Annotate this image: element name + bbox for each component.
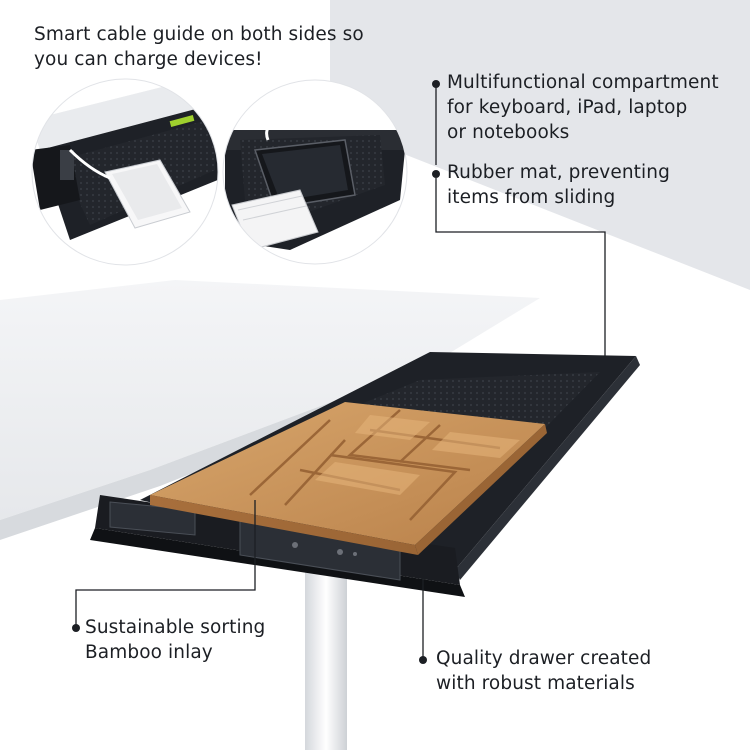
caption-line: Sustainable sorting — [85, 617, 266, 638]
cable-guide-caption: Smart cable guide on both sides so you c… — [34, 22, 364, 72]
callout-dot — [432, 170, 440, 178]
notebook-icon — [231, 189, 319, 251]
phone-icon — [104, 159, 191, 229]
caption-line: for keyboard, iPad, laptop — [447, 97, 688, 118]
drawer-material-caption: Quality drawer created with robust mater… — [436, 646, 651, 696]
drawer-slide-rail — [109, 501, 401, 581]
desk-leg — [305, 570, 347, 750]
bamboo-inlay — [150, 402, 547, 555]
caption-line: with robust materials — [436, 673, 635, 694]
caption-line: Smart cable guide on both sides so — [34, 24, 364, 45]
rubber-mat-caption: Rubber mat, preventing items from slidin… — [447, 160, 670, 210]
callout-dot — [419, 656, 427, 664]
bamboo-inlay-caption: Sustainable sorting Bamboo inlay — [85, 615, 265, 665]
background-band — [330, 0, 750, 290]
caption-line: Multifunctional compartment — [447, 72, 719, 93]
callout-dot — [72, 624, 80, 632]
caption-line: Bamboo inlay — [85, 642, 213, 663]
callout-leaders — [75, 84, 606, 658]
caption-line: Quality drawer created — [436, 648, 652, 669]
caption-line: Rubber mat, preventing — [447, 162, 670, 183]
caption-line: or notebooks — [447, 122, 570, 143]
cable-guide-detail-left — [31, 78, 219, 266]
cable-guide-detail-right — [222, 79, 408, 265]
compartment-caption: Multifunctional compartment for keyboard… — [447, 70, 719, 145]
tablet-icon — [253, 139, 356, 209]
caption-line: you can charge devices! — [34, 49, 263, 70]
caption-line: items from sliding — [447, 187, 616, 208]
callout-dot — [432, 80, 440, 88]
